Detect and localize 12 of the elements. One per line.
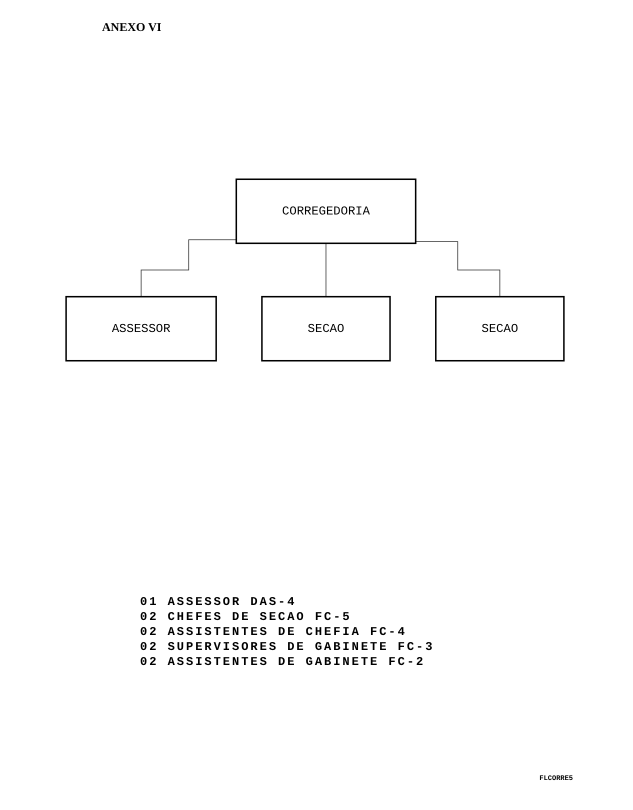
position-list-item: 02 ASSISTENTES DE CHEFIA FC-4 bbox=[140, 625, 408, 640]
position-list-item: 02 SUPERVISORES DE GABINETE FC-3 bbox=[140, 640, 434, 655]
node-box: SECAO bbox=[261, 296, 391, 362]
position-list-item: 02 CHEFES DE SECAO FC-5 bbox=[140, 610, 353, 625]
page-title: ANEXO VI bbox=[102, 20, 162, 35]
position-list-item: 01 ASSESSOR DAS-4 bbox=[140, 595, 298, 610]
connector bbox=[140, 239, 237, 298]
node-box: ASSESSOR bbox=[65, 296, 217, 362]
node-box: SECAO bbox=[435, 296, 565, 362]
connector bbox=[415, 241, 500, 298]
position-list-item: 02 ASSISTENTES DE GABINETE FC-2 bbox=[140, 655, 426, 670]
node-box: CORREGEDORIA bbox=[236, 178, 416, 244]
